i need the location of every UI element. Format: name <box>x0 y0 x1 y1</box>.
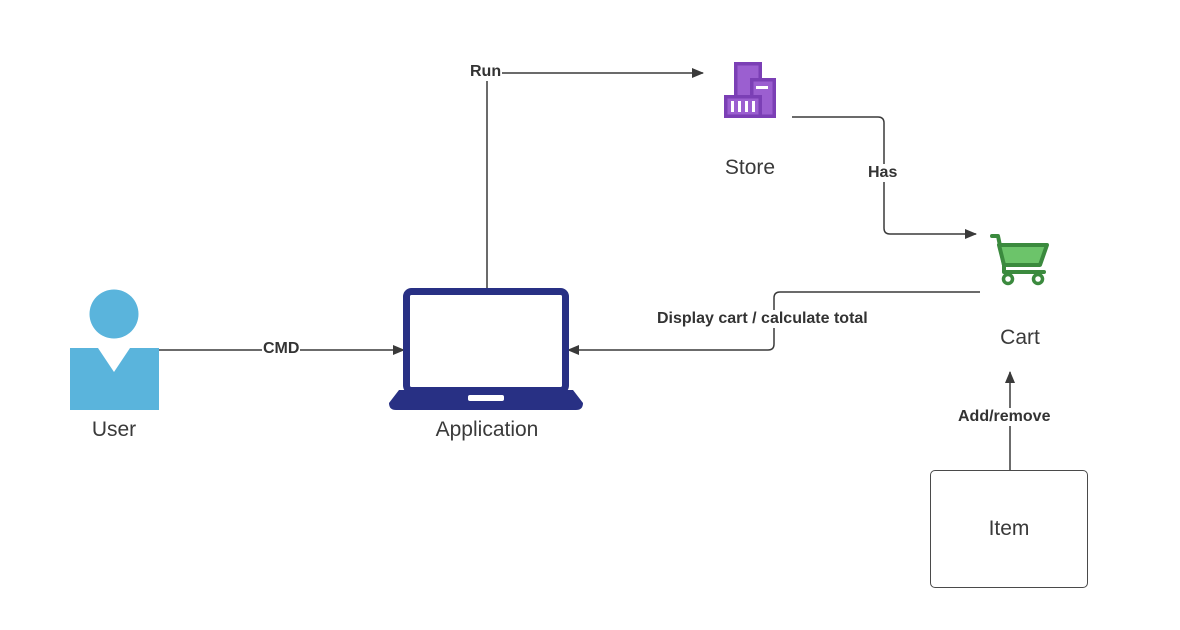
item-label: Item <box>988 517 1030 540</box>
item-box[interactable]: Item <box>930 470 1088 588</box>
user-icon[interactable] <box>70 289 159 411</box>
edge-label-display: Display cart / calculate total <box>656 310 869 328</box>
user-label: User <box>91 418 137 441</box>
connectors <box>159 68 1015 470</box>
edge-label-run: Run <box>469 63 503 81</box>
cart-label: Cart <box>1000 326 1040 349</box>
shopping-cart-icon[interactable] <box>990 234 1049 286</box>
edge-label-has: Has <box>867 164 899 182</box>
application-label: Application <box>435 418 539 441</box>
laptop-icon[interactable] <box>389 288 583 411</box>
store-building-icon[interactable] <box>724 62 776 118</box>
edge-label-add-remove: Add/remove <box>957 408 1052 426</box>
edge-label-cmd: CMD <box>262 340 301 358</box>
edge-run[interactable] <box>486 68 704 291</box>
store-label: Store <box>724 156 776 179</box>
